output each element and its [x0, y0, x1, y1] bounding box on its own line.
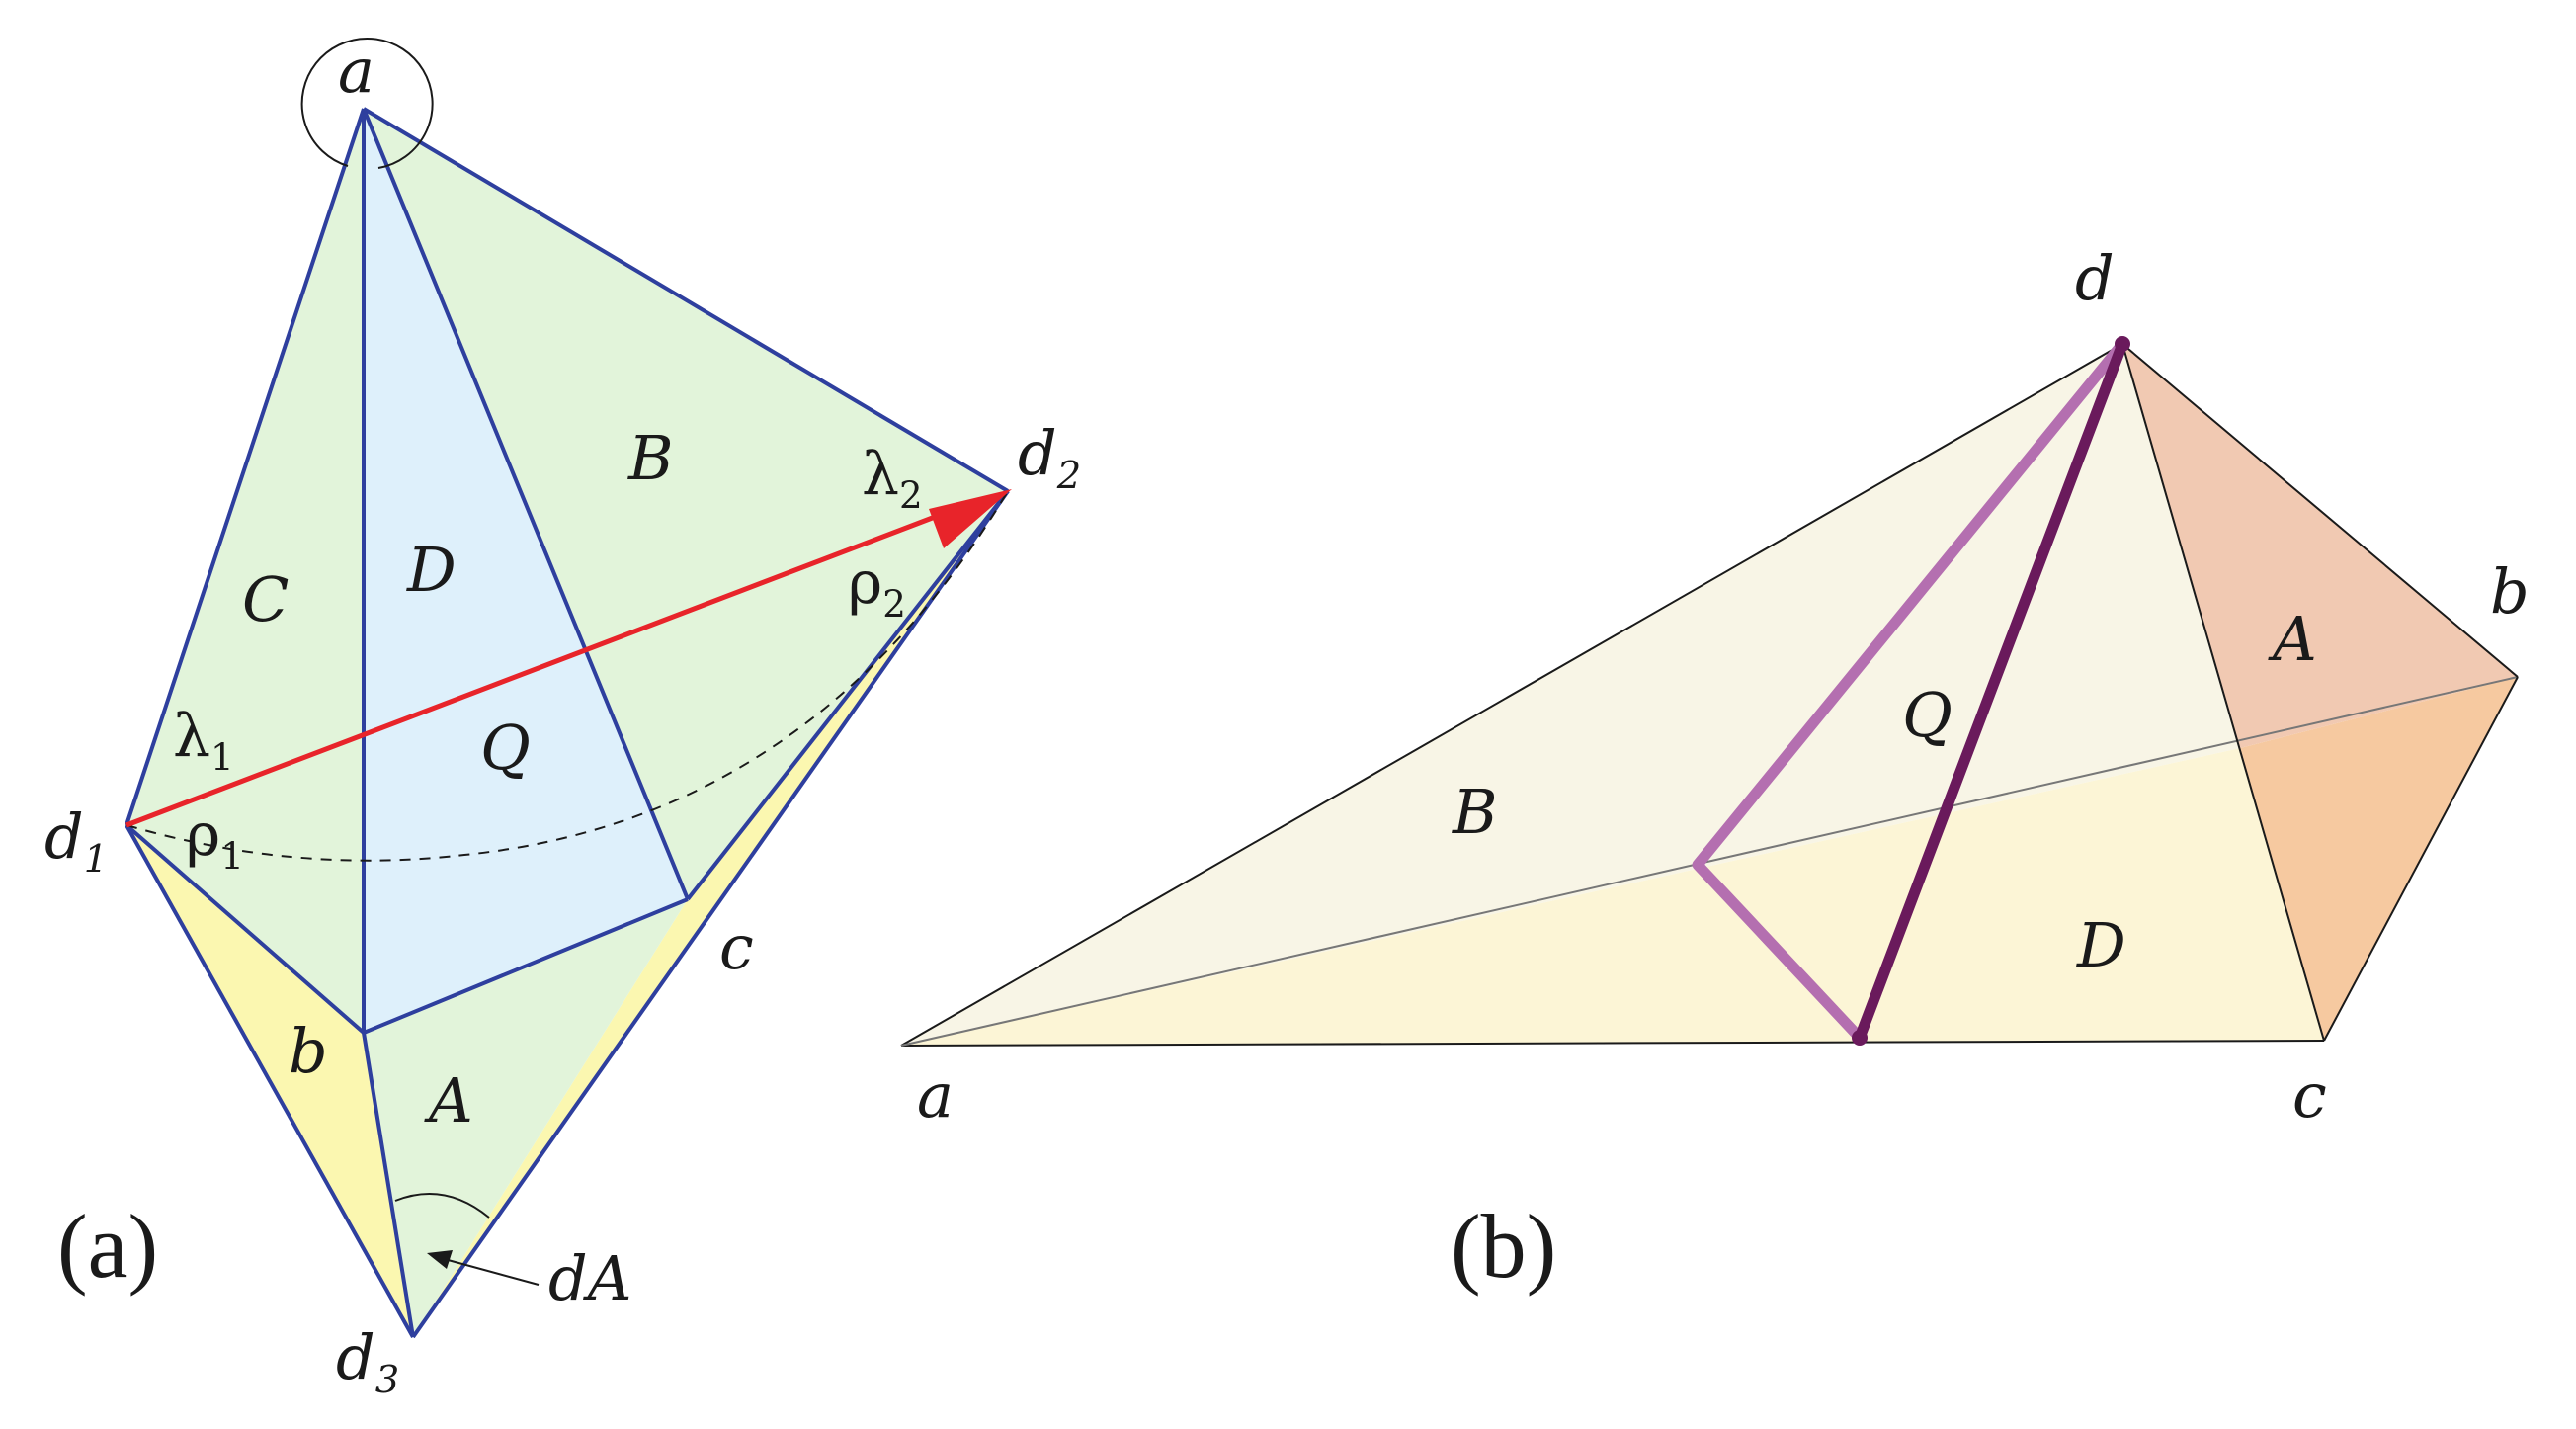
face-label-b-q: Q [1902, 679, 1953, 751]
vertex-label-c: c [719, 911, 754, 983]
path-dot-top [2115, 336, 2130, 352]
edge-c-d2 [686, 489, 1010, 901]
vertex-label-b-c: c [2292, 1059, 2327, 1132]
edge-d1-b [125, 823, 366, 1035]
da-label: dA [548, 1242, 631, 1314]
edge-d2-d3 [411, 489, 1010, 1339]
panel-b: a c b d B Q A D (b) [900, 242, 2530, 1297]
panel-a: a b c d1 d2 d3 C D B Q A λ1 ρ1 λ2 ρ2 dA … [44, 35, 1081, 1402]
rho2-label: ρ2 [848, 548, 906, 626]
lambda-arrow-head [929, 489, 1012, 548]
edge-d1-d3 [125, 824, 415, 1338]
vertex-label-d2: d2 [1018, 417, 1081, 498]
edge-a-c [362, 108, 690, 900]
face-d-yellow [901, 748, 2324, 1046]
face-b-green [364, 109, 1008, 899]
face-label-b-b: B [1452, 776, 1498, 848]
face-label-b: B [627, 422, 674, 494]
face-label-c: C [242, 563, 289, 635]
face-label-a: A [424, 1064, 473, 1136]
edge-a-d1 [125, 108, 366, 826]
vertex-a-angle-circle [300, 37, 434, 169]
edges-a [125, 107, 1010, 1339]
edge-b-d3 [362, 1032, 415, 1338]
face-label-b-d: D [2076, 909, 2126, 981]
face-label-d: D [406, 534, 457, 606]
da-pointer-line [440, 1257, 540, 1286]
rho-dashed-arc [125, 490, 1009, 862]
edge-a-b-hidden [900, 676, 2519, 1047]
edge-b-c [363, 897, 689, 1035]
face-d-blue [364, 109, 688, 1033]
rho1-label: ρ1 [186, 800, 244, 878]
da-angle-arc [394, 1192, 490, 1219]
panel-b-caption: (b) [1451, 1196, 1556, 1297]
face-a-orange [2240, 677, 2518, 1041]
panel-a-caption: (a) [57, 1196, 158, 1297]
vertex-label-b-a: a [917, 1059, 954, 1132]
edge-b-c [2323, 676, 2519, 1042]
da-pointer-head [427, 1250, 453, 1269]
edges-b [900, 343, 2519, 1047]
path-dot-bottom [1852, 1030, 1868, 1046]
edge-a-d [900, 343, 2123, 1047]
vertex-label-b-d: d [2075, 242, 2115, 314]
lambda2-label: λ2 [862, 440, 923, 517]
vertex-label-d1: d1 [44, 800, 108, 882]
lambda-arrow-shaft [125, 503, 964, 828]
face-label-b-a: A [2268, 603, 2317, 675]
path-light-purple [1692, 338, 2128, 1044]
face-a-peach [2122, 344, 2518, 748]
edge-a-d2 [362, 107, 1010, 493]
path-dark-purple [1854, 338, 2128, 1044]
face-a-green [364, 899, 688, 1337]
vertex-label-d3: d3 [336, 1321, 399, 1402]
vertex-label-b-b: b [2490, 555, 2530, 628]
edge-a-c [900, 1040, 2325, 1047]
face-label-q: Q [480, 712, 531, 784]
vertex-label-b: b [289, 1015, 328, 1087]
face-b-cream [901, 344, 2240, 1046]
edge-d-c [2121, 343, 2325, 1042]
vertex-label-a: a [338, 35, 374, 107]
edge-d-b [2121, 343, 2519, 678]
lambda1-label: λ1 [173, 702, 234, 779]
